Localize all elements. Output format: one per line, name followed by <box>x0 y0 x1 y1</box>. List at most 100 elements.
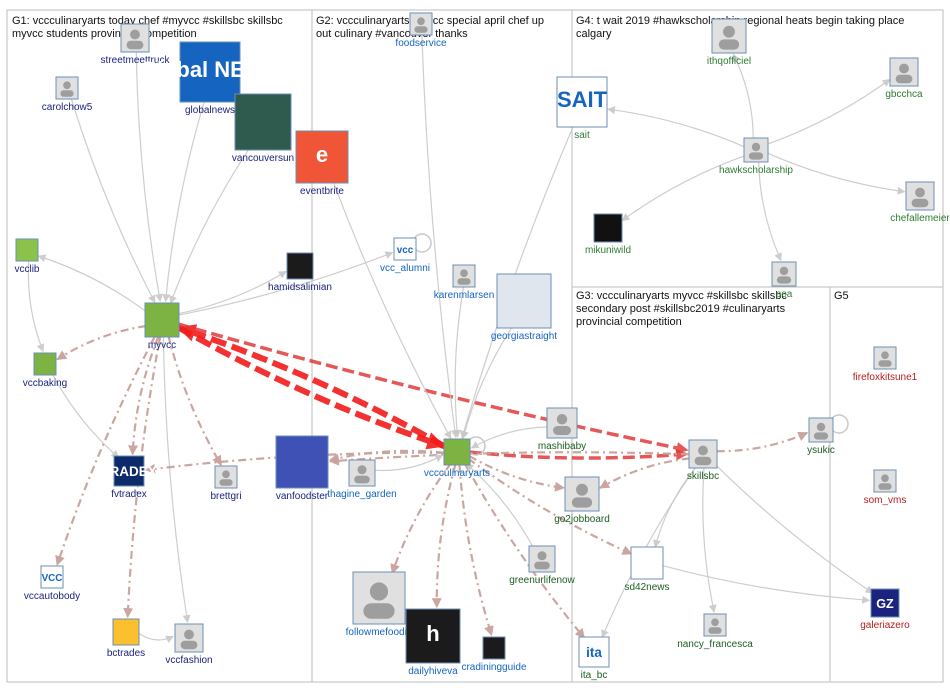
node-myvcc[interactable]: myvcc <box>144 302 180 351</box>
node-gbcchca-body-icon <box>895 74 913 84</box>
node-vcc_alumni-avatar <box>393 237 417 261</box>
node-foodservice[interactable]: foodservice <box>395 12 447 49</box>
edge-skillsbc-to-nancy_francesca <box>702 467 717 613</box>
node-hamidsalimian[interactable]: hamidsalimian <box>268 252 332 293</box>
node-vccbaking[interactable]: vccbaking <box>23 352 67 389</box>
group-frame-g3 <box>571 286 831 683</box>
node-brettgri[interactable]: brettgri <box>210 465 242 502</box>
node-vccfashion[interactable]: vccfashion <box>165 623 213 666</box>
node-sd42news-label: sd42news <box>624 582 669 593</box>
node-cradiningguide[interactable]: cradiningguide <box>461 636 527 673</box>
node-followmefoodie-head-icon <box>369 582 389 601</box>
node-karenmlarsen[interactable]: karenmlarsen <box>434 264 495 301</box>
node-gbcchca-label: gbcchca <box>885 89 923 100</box>
node-firefoxkitsune1[interactable]: firefoxkitsune1 <box>853 346 918 383</box>
node-dailyhiveva-avatar <box>405 608 461 664</box>
node-ysukic[interactable]: ysukic <box>807 417 835 456</box>
node-sait-avatar <box>556 76 608 128</box>
edge-myvcc-to-vccautobody <box>55 335 157 566</box>
node-vancouversun[interactable]: vancouversun <box>232 93 294 164</box>
edge-myvcc-to-vccbaking <box>56 324 147 361</box>
node-thaginegarden[interactable]: thagine_garden <box>327 459 397 500</box>
edge-skillsbc-to-go2jobboard <box>599 457 690 489</box>
node-georgiastraight[interactable]: georgiastraight <box>491 273 557 342</box>
group-title-g3-line1: G3: vccculinaryarts myvcc #skillsbc skil… <box>576 290 787 302</box>
group-title-g5-line1: G5 <box>834 290 849 302</box>
node-greenurlifenow[interactable]: greenurlifenow <box>509 545 576 586</box>
node-som_vms-label: som_vms <box>864 495 907 506</box>
group-title-g5: G5 <box>834 290 849 302</box>
node-ysukic-head-icon <box>816 422 826 432</box>
node-skillsbc-body-icon <box>694 456 712 466</box>
node-vccfashion-head-icon <box>184 629 194 640</box>
node-georgiastraight-label: georgiastraight <box>491 331 557 342</box>
node-gbcchca[interactable]: gbcchca <box>885 57 923 100</box>
node-pea-label: pea <box>776 289 793 300</box>
node-eventbrite-logo-text: e <box>316 142 328 167</box>
node-mashibaby-label: mashibaby <box>538 441 586 452</box>
node-pea[interactable]: pea <box>771 261 797 300</box>
edge-georgiastraight-to-vccculinaryarts <box>461 325 514 440</box>
edge-foodservice-to-vccculinaryarts <box>421 34 459 439</box>
node-carolchow5[interactable]: carolchow5 <box>42 76 93 113</box>
edge-vccculinaryarts-to-sd42news <box>467 457 633 555</box>
node-karenmlarsen-head-icon <box>460 269 468 278</box>
edge-hawkscholarship-to-chefallemeier <box>767 152 906 195</box>
node-vccculinaryarts-label: vccculinaryarts <box>424 468 490 479</box>
node-vcc_alumni-label: vcc_alumni <box>380 263 430 274</box>
node-ita_bc-avatar <box>578 636 610 668</box>
node-skillsbc[interactable]: skillsbc <box>687 439 719 482</box>
node-nancy_francesca[interactable]: nancy_francesca <box>677 613 753 650</box>
node-vancouversun-label: vancouversun <box>232 153 294 164</box>
edge-skillsbc-to-vanfoodster <box>329 451 690 466</box>
node-go2jobboard[interactable]: go2jobboard <box>554 476 610 525</box>
edge-sd42news-to-galeriazero <box>662 565 871 604</box>
node-brettgri-body-icon <box>219 479 233 486</box>
node-streetmeettruck[interactable]: streetmeettruck <box>101 23 171 66</box>
node-nancy_francesca-label: nancy_francesca <box>677 639 753 650</box>
node-hawkscholarship[interactable]: hawkscholarship <box>719 137 793 176</box>
node-mikuniwild[interactable]: mikuniwild <box>585 213 631 256</box>
node-karenmlarsen-label: karenmlarsen <box>434 290 495 301</box>
group-title-g3: G3: vccculinaryarts myvcc #skillsbc skil… <box>576 290 790 328</box>
node-ita_bc-logo-text: ita <box>586 645 602 660</box>
node-vccculinaryarts[interactable]: vccculinaryarts <box>424 438 490 479</box>
node-myvcc-label: myvcc <box>148 340 176 351</box>
edge-greenurlifenow-to-vccculinaryarts <box>465 463 535 550</box>
node-bctrades[interactable]: bctrades <box>107 618 145 659</box>
edge-myvcc-to-hamidsalimian <box>177 270 287 315</box>
node-som_vms-body-icon <box>878 483 892 490</box>
node-hawkscholarship-label: hawkscholarship <box>719 165 793 176</box>
edge-myvcc-to-fvtradex <box>128 336 160 456</box>
node-followmefoodie[interactable]: followmefoodie <box>346 571 413 638</box>
node-followmefoodie-body-icon <box>363 603 395 619</box>
node-vccautobody-avatar <box>40 565 64 589</box>
node-hamidsalimian-avatar <box>286 252 314 280</box>
node-mashibaby[interactable]: mashibaby <box>538 407 586 452</box>
node-sd42news[interactable]: sd42news <box>624 546 670 593</box>
node-chefallemeier[interactable]: chefallemeier <box>890 181 950 224</box>
edge-hawkscholarship-to-gbcchca <box>766 78 891 145</box>
edge-eventbrite-to-vccculinaryarts <box>332 180 452 440</box>
edge-vancouversun-to-myvcc <box>169 146 251 305</box>
group-title-g1: G1: vccculinaryarts today chef #myvcc #s… <box>12 15 286 40</box>
node-som_vms[interactable]: som_vms <box>864 469 907 506</box>
edge-myvcc-to-bctrades <box>123 336 162 619</box>
node-ithqofficiel[interactable]: ithqofficiel <box>707 18 751 67</box>
node-hawkscholarship-head-icon <box>751 142 761 152</box>
node-vanfoodster[interactable]: vanfoodster <box>275 435 329 502</box>
node-vcclib[interactable]: vcclib <box>14 238 40 275</box>
node-greenurlifenow-body-icon <box>534 561 550 570</box>
node-nancy_francesca-head-icon <box>711 618 719 627</box>
node-bctrades-avatar <box>112 618 140 646</box>
